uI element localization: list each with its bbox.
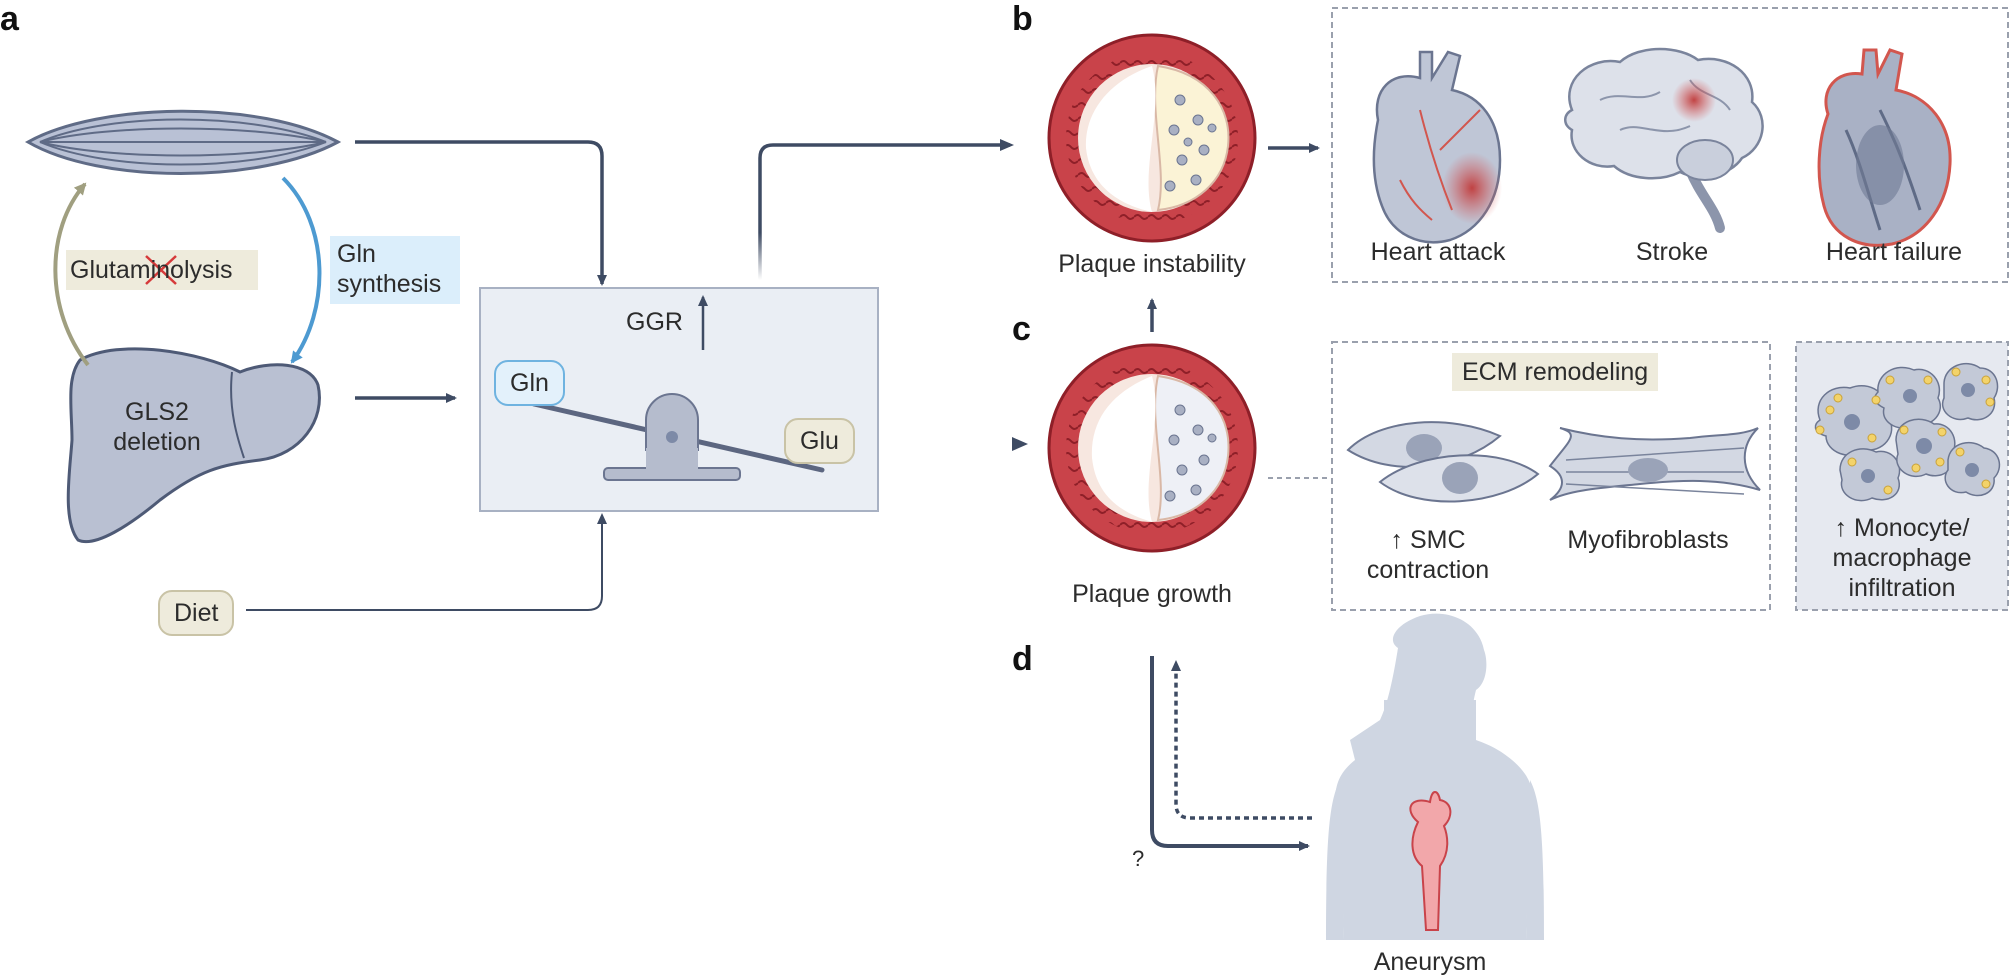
artery-cross-section-instability — [1047, 33, 1257, 243]
myofibroblast-icon — [1548, 427, 1761, 501]
glutaminolysis-label: Glutaminolysis — [70, 256, 233, 284]
macrophage-cluster-icon — [1814, 363, 2001, 502]
panel-label-c: c — [1012, 310, 1031, 348]
box-to-instability-arrow — [758, 143, 1010, 280]
gln-synthesis-label-line2: synthesis — [337, 270, 442, 298]
failing-heart-icon — [1817, 48, 1952, 247]
plaque-instability-label: Plaque instability — [1058, 250, 1246, 278]
muscle-to-box-arrow — [355, 140, 607, 286]
gls2-label-line2: deletion — [113, 428, 201, 456]
liver-illustration — [66, 347, 321, 543]
panel-label-b: b — [1012, 0, 1033, 38]
seesaw-icon — [531, 393, 825, 481]
smc-label-line1: ↑ SMC — [1390, 526, 1466, 554]
outcomes-box — [1331, 7, 2009, 283]
ecm-box — [1331, 341, 1771, 611]
outcome-heart-failure-label: Heart failure — [1825, 238, 1963, 266]
artery-cross-section-growth — [1047, 343, 1257, 553]
outcome-stroke-label: Stroke — [1635, 238, 1709, 266]
aneurysm-dotted-arrow — [1171, 660, 1312, 820]
smc-cells-icon — [1346, 421, 1540, 503]
outcome-heart-attack-label: Heart attack — [1370, 238, 1506, 266]
box-to-growth-arrowhead — [1012, 437, 1028, 451]
glu-pill: Glu — [784, 418, 855, 464]
aneurysm-axis-arrow — [1150, 656, 1310, 851]
panel-label-a: a — [0, 0, 19, 38]
smc-label-line2: contraction — [1366, 556, 1490, 584]
human-silhouette-icon — [1326, 613, 1544, 940]
gln-synthesis-arrow — [281, 176, 322, 364]
ecm-remodeling-tag: ECM remodeling — [1452, 353, 1659, 391]
gln-synthesis-tag — [330, 236, 460, 304]
myofibroblasts-label: Myofibroblasts — [1567, 526, 1729, 554]
box-to-instability-arrowhead — [1000, 139, 1014, 151]
aneurysm-label: Aneurysm — [1373, 948, 1487, 976]
diet-pill: Diet — [158, 590, 235, 636]
diet-to-box-arrow — [246, 513, 607, 611]
cross-mark-icon-2 — [145, 255, 177, 285]
ggr-label: GGR — [626, 308, 683, 336]
gls2-label-line1: GLS2 — [125, 398, 189, 426]
glutaminolysis-arrow — [53, 182, 90, 367]
gln-pill: Gln — [494, 360, 565, 406]
brain-icon — [1564, 47, 1764, 233]
monocyte-label-line3: infiltration — [1848, 574, 1956, 602]
plaque-growth-label: Plaque growth — [1072, 580, 1232, 608]
question-mark-label: ? — [1132, 846, 1145, 871]
monocyte-label-line2: macrophage — [1832, 544, 1972, 572]
panel-label-d: d — [1012, 640, 1033, 678]
gln-synthesis-label-line1: Gln — [337, 240, 376, 268]
monocyte-label-line1: ↑ Monocyte/ — [1834, 514, 1970, 542]
heart-icon — [1372, 50, 1502, 244]
muscle-illustration — [24, 109, 342, 175]
